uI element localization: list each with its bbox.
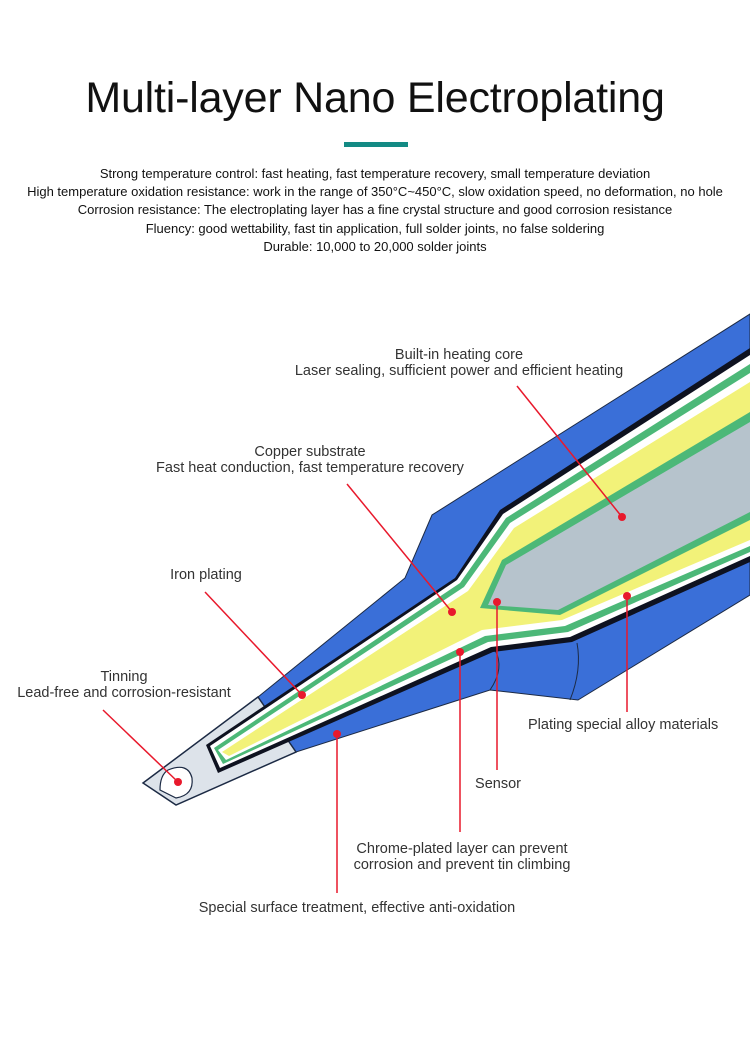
feature-temperature-control: Strong temperature control: fast heating… [99,166,651,181]
callout-chrome: Chrome-plated layer can prevent corrosio… [354,841,571,873]
dot-copper [448,608,456,616]
page-title: Multi-layer Nano Electroplating [85,74,665,122]
feature-oxidation-resistance: High temperature oxidation resistance: w… [27,184,723,200]
leader-copper [346,483,453,613]
callout-tinning-title: Tinning [100,669,148,685]
callout-copper-title: Copper substrate [254,444,366,460]
feature-corrosion-resistance: Corrosion resistance: The electroplating… [77,202,673,218]
dot-iron [298,691,306,699]
callout-heating-core-desc: Laser sealing, sufficient power and effi… [294,363,624,379]
dot-tinning [174,778,182,786]
feature-list: Strong temperature control: fast heating… [0,165,750,256]
callout-surface-title: Special surface treatment, effective ant… [198,900,516,916]
callout-iron: Iron plating [170,567,242,583]
dot-heating-core [618,513,626,521]
callout-chrome-title: Chrome-plated layer can prevent [356,841,568,857]
dot-chrome [456,648,464,656]
callout-heating-core: Built-in heating core Laser sealing, suf… [295,347,623,379]
callout-chrome-desc: corrosion and prevent tin climbing [353,857,571,873]
callout-sensor-title: Sensor [475,776,521,792]
callout-tinning-desc: Lead-free and corrosion-resistant [17,685,231,701]
feature-fluency: Fluency: good wettability, fast tin appl… [145,220,605,236]
dot-alloy [623,592,631,600]
barrel-seam [569,642,579,701]
title-accent-bar [344,142,408,147]
callout-copper-desc: Fast heat conduction, fast temperature r… [156,460,464,476]
leader-tinning [102,709,179,783]
callout-alloy-title: Plating special alloy materials [528,717,719,733]
callout-heating-core-title: Built-in heating core [394,347,524,363]
leader-iron [204,591,303,696]
dot-sensor [493,598,501,606]
callout-copper: Copper substrate Fast heat conduction, f… [156,444,464,476]
dot-surface [333,730,341,738]
leader-heating-core [516,385,623,518]
callout-iron-title: Iron plating [170,567,242,583]
callout-alloy: Plating special alloy materials [528,717,718,733]
callout-tinning: Tinning Lead-free and corrosion-resistan… [17,669,231,701]
callout-surface: Special surface treatment, effective ant… [199,900,516,916]
feature-durable: Durable: 10,000 to 20,000 solder joints [263,238,487,254]
callout-sensor: Sensor [475,776,521,792]
copper-substrate [222,382,750,756]
